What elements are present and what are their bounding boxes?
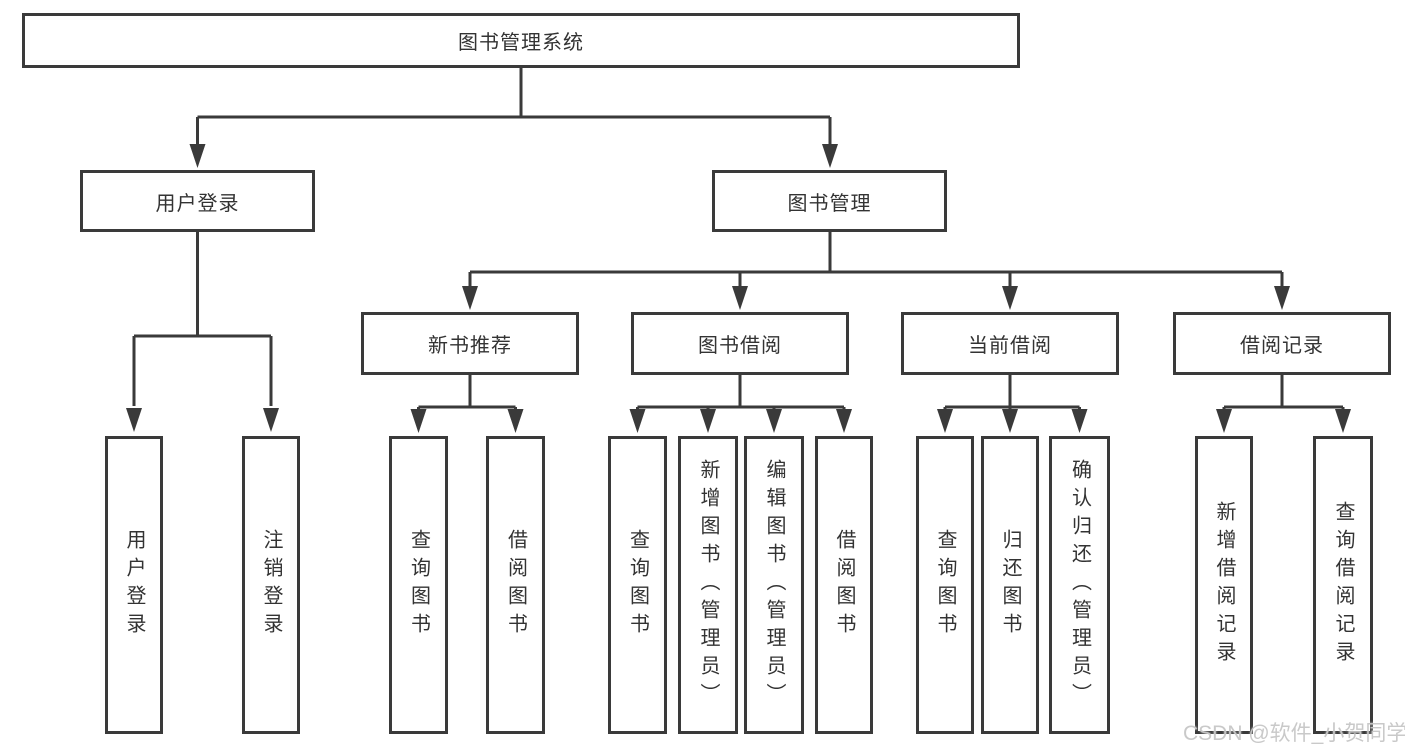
leaf-borrow-books-2: 借阅图书 (815, 436, 873, 734)
leaf-query-books-3: 查询图书 (916, 436, 974, 734)
leaf-label: 新增图书（管理员） (697, 459, 719, 711)
connector-root-to-level2 (196, 68, 832, 145)
leaf-label: 查询图书 (934, 529, 956, 641)
leaf-edit-books-admin: 编辑图书（管理员） (744, 436, 804, 734)
node-borrowing-records: 借阅记录 (1173, 312, 1391, 375)
leaf-label: 查询图书 (626, 529, 649, 641)
leaf-label: 确认归还（管理员） (1068, 459, 1091, 711)
leaf-label: 借阅图书 (504, 529, 527, 641)
node-label: 图书借阅 (698, 335, 782, 357)
leaf-label: 借阅图书 (833, 529, 855, 641)
leaf-label: 归还图书 (999, 529, 1021, 641)
node-new-book-recommend: 新书推荐 (361, 312, 579, 375)
node-book-management-branch: 图书管理 (712, 170, 947, 232)
leaf-label: 用户登录 (123, 529, 145, 641)
node-label: 当前借阅 (968, 335, 1052, 357)
leaf-confirm-return-admin: 确认归还（管理员） (1049, 436, 1110, 734)
leaf-add-books-admin: 新增图书（管理员） (678, 436, 738, 734)
node-root-label: 图书管理系统 (458, 32, 584, 54)
leaf-borrow-books-1: 借阅图书 (486, 436, 545, 734)
connector-userlogin-to-children (132, 232, 273, 406)
leaf-label: 查询图书 (407, 529, 430, 641)
arrowhead-icons (126, 144, 1351, 433)
connector-bookmgmt-to-level3 (468, 232, 1284, 286)
leaf-logout: 注销登录 (242, 436, 300, 734)
connector-borrowing-to-children (636, 375, 846, 410)
leaf-query-borrow-record: 查询借阅记录 (1313, 436, 1373, 734)
leaf-return-books: 归还图书 (981, 436, 1039, 734)
node-book-borrowing: 图书借阅 (631, 312, 849, 375)
leaf-query-books-2: 查询图书 (608, 436, 667, 734)
connector-current-to-children (943, 375, 1081, 410)
leaf-query-books-1: 查询图书 (389, 436, 448, 734)
connector-records-to-children (1222, 375, 1345, 410)
node-label: 用户登录 (155, 192, 240, 215)
node-label: 新书推荐 (428, 335, 512, 357)
node-current-borrowing: 当前借阅 (901, 312, 1119, 375)
leaf-label: 新增借阅记录 (1213, 501, 1235, 669)
leaf-label: 注销登录 (260, 529, 282, 641)
leaf-user-login: 用户登录 (105, 436, 163, 734)
leaf-label: 查询借阅记录 (1332, 501, 1354, 669)
node-user-login-branch: 用户登录 (80, 170, 315, 232)
node-label: 图书管理 (787, 192, 872, 215)
leaf-add-borrow-record: 新增借阅记录 (1195, 436, 1253, 734)
csdn-watermark: CSDN @软件_小贺同学 (1183, 722, 1405, 745)
connector-newbooks-to-children (417, 375, 517, 410)
leaf-label: 编辑图书（管理员） (763, 459, 785, 711)
node-root-system: 图书管理系统 (22, 13, 1020, 68)
node-label: 借阅记录 (1240, 335, 1324, 357)
